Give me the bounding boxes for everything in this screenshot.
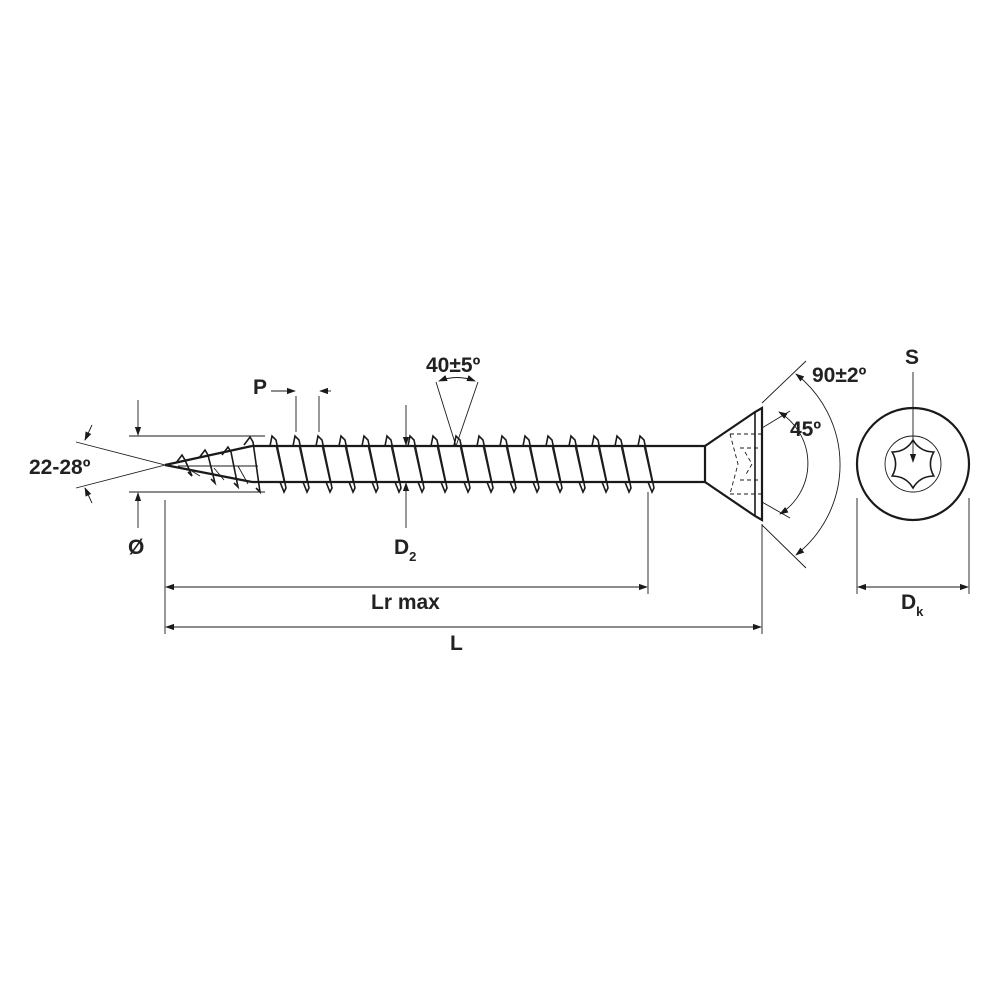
head-diameter-sub: k <box>916 604 924 619</box>
tip-thread <box>198 448 217 486</box>
tip-angle-arc <box>84 424 93 441</box>
thread-crest <box>545 434 563 494</box>
head-angle-label: 90±2º <box>812 364 867 387</box>
thread-crest <box>499 434 517 494</box>
thread-crest <box>361 434 379 494</box>
thread-flank <box>413 445 423 483</box>
recess-hidden-lines <box>729 433 762 495</box>
thread-crest <box>269 434 287 494</box>
head-angle-arc <box>795 373 841 556</box>
tip-threads <box>175 435 262 495</box>
thread-crest <box>430 434 448 494</box>
thread-crests <box>269 434 655 494</box>
screw-tip <box>164 444 253 484</box>
tip-angle-label: 22-28º <box>29 456 91 479</box>
screw-head <box>703 406 764 522</box>
thread-crest <box>591 434 609 494</box>
tip-thread-back <box>178 465 258 485</box>
thread-flank <box>620 445 630 483</box>
thread-crest <box>568 434 586 494</box>
thread-length-extension <box>164 492 763 634</box>
thread-crest <box>637 434 655 494</box>
tip-thread <box>221 445 240 490</box>
thread-crest <box>453 434 471 494</box>
diameter-label: Ø <box>128 536 144 559</box>
thread-flank <box>505 445 515 483</box>
tip-thread <box>243 435 262 495</box>
thread-crest <box>614 434 632 494</box>
length-label: L <box>450 632 463 655</box>
tip-angle-lines <box>75 441 167 489</box>
thread-length-label: Lr max <box>371 591 440 614</box>
diameter-extension-lines <box>129 435 265 493</box>
thread-crest <box>384 434 402 494</box>
thread-crest <box>522 434 540 494</box>
thread-crest <box>315 434 333 494</box>
core-diameter-main: D <box>394 536 409 559</box>
thread-flank <box>390 445 400 483</box>
thread-flank <box>574 445 584 483</box>
head-diameter-main: D <box>901 591 916 614</box>
shank-outline <box>252 444 705 484</box>
pitch-extension-lines <box>295 396 320 432</box>
head-angle-lines <box>761 360 807 569</box>
core-diameter-label: D2 <box>394 536 416 564</box>
thread-flank <box>551 445 561 483</box>
thread-flank <box>367 445 377 483</box>
thread-crest <box>407 434 425 494</box>
pitch-label: P <box>253 376 267 399</box>
thread-flank <box>344 445 354 483</box>
core-diameter-sub: 2 <box>409 549 416 564</box>
head-diameter-label: Dk <box>901 591 924 619</box>
thread-crest <box>338 434 356 494</box>
thread-flank <box>597 445 607 483</box>
thread-crest <box>292 434 310 494</box>
screw-side-view <box>164 406 764 522</box>
head-top-view <box>855 372 971 594</box>
recess-angle-arc <box>778 411 809 515</box>
torx-drive-icon <box>890 438 936 490</box>
thread-flank <box>321 445 331 483</box>
thread-angle-lines <box>435 381 479 447</box>
recess-angle-label: 45º <box>790 418 821 441</box>
recess-angle-lines <box>761 410 791 519</box>
thread-flank <box>275 445 285 483</box>
thread-flank <box>482 445 492 483</box>
tip-thread <box>175 453 193 477</box>
thread-flank <box>436 445 446 483</box>
thread-angle-label: 40±5º <box>426 354 481 377</box>
thread-flank <box>459 445 469 483</box>
thread-crest <box>476 434 494 494</box>
thread-flank <box>643 445 653 483</box>
thread-angle-arc <box>438 375 476 382</box>
tip-angle-arc-lower <box>84 487 93 504</box>
drive-label: S <box>905 346 919 369</box>
thread-flank <box>298 445 308 483</box>
thread-flank <box>528 445 538 483</box>
dimension-lines <box>75 360 841 634</box>
head-dia-extension <box>856 498 970 594</box>
